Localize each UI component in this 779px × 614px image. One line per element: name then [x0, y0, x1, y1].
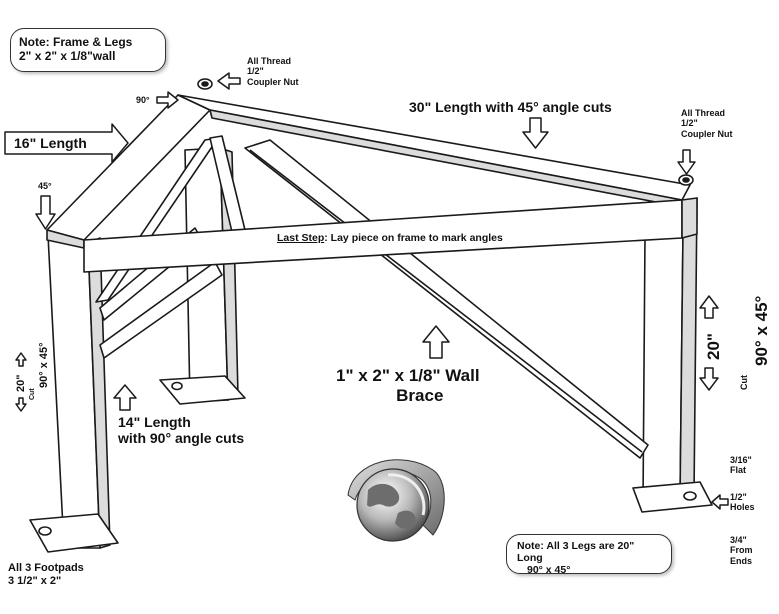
left-leg-height-label: 20": [15, 374, 27, 392]
last-step-lead: Last Step: [277, 232, 325, 244]
holes-label: 1/2" Holes: [730, 492, 755, 513]
right-leg: [632, 197, 713, 513]
angle-45-label: 45°: [38, 181, 52, 191]
arrow-coupler-left: [217, 72, 241, 90]
arrow-90-top: [156, 91, 179, 109]
left-footpad: [29, 513, 119, 553]
note-frame-line2: 2" x 2" x 1/8"wall: [19, 49, 116, 63]
arrow-right-leg-up: [699, 295, 719, 319]
footpads-label: All 3 Footpads 3 1/2" x 2": [8, 562, 84, 587]
arrow-14-length: [113, 384, 137, 411]
arrow-16-length: [4, 123, 129, 163]
brace-label: 1" x 2" x 1/8" Wall Brace: [336, 366, 480, 405]
arrow-left-leg-down: [15, 397, 27, 412]
right-leg-height-label: 20": [704, 333, 723, 360]
length-30-label: 30" Length with 45° angle cuts: [409, 99, 612, 115]
long-brace: [244, 139, 649, 459]
front-cross-piece: [83, 197, 698, 273]
flat-label: 3/16" Flat: [730, 455, 752, 476]
globe-logo: [347, 459, 445, 542]
length-14-label: 14" Length with 90° angle cuts: [118, 414, 245, 447]
note-legs-line2: 90° x 45°: [527, 564, 571, 576]
back-footpad: [159, 375, 246, 405]
right-footpad: [632, 481, 713, 513]
arrow-coupler-right: [677, 149, 696, 175]
ends-label: 3/4" From Ends: [730, 535, 753, 566]
coupler-right-label: All Thread 1/2" Coupler Nut: [681, 108, 733, 139]
left-leg-cut-angles: 90° x 45°: [38, 342, 50, 389]
angle-90-label: 90°: [136, 95, 150, 105]
right-leg-cut-word: Cut: [739, 375, 749, 390]
note-frame-line1: Note: Frame & Legs: [19, 35, 133, 49]
note-legs-line1: Note: All 3 Legs are 20" Long: [517, 540, 635, 564]
frame-30-member: [177, 94, 691, 208]
arrow-45-left: [35, 195, 56, 230]
last-step-label: Last Step: Lay piece on frame to mark an…: [277, 232, 503, 244]
last-step-rest: : Lay piece on frame to mark angles: [324, 232, 503, 244]
arrow-brace: [422, 325, 450, 359]
arrow-30-length: [522, 117, 549, 149]
note-legs-callout: Note: All 3 Legs are 20" Long 90° x 45°: [506, 534, 672, 576]
left-leg: [29, 234, 119, 553]
coupler-left-label: All Thread 1/2" Coupler Nut: [247, 56, 299, 87]
right-leg-cut-angles: 90° x 45°: [752, 295, 771, 366]
arrow-left-leg-up: [15, 352, 27, 367]
arrow-right-leg-down: [699, 367, 719, 391]
arrow-holes: [711, 494, 729, 510]
length-16-label: 16" Length: [14, 135, 87, 151]
left-leg-cut-word: Cut: [29, 388, 36, 400]
note-frame-callout: Note: Frame & Legs 2" x 2" x 1/8"wall: [10, 28, 166, 72]
